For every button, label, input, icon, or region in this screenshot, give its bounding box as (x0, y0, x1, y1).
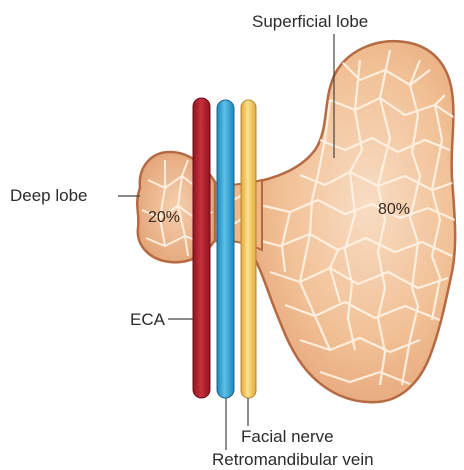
facial-nerve-label: Facial nerve (241, 428, 334, 445)
superficial-lobe-label: Superficial lobe (252, 13, 368, 30)
deep-lobe-label: Deep lobe (10, 187, 88, 204)
retromandibular-vein-label: Retromandibular vein (212, 451, 374, 468)
retromandibular-vein-vessel (217, 100, 234, 398)
deep-lobe-percentage: 20% (148, 210, 180, 226)
facial-nerve-structure (241, 100, 256, 398)
eca-label: ECA (130, 311, 165, 328)
superficial-lobe-percentage: 80% (378, 202, 410, 218)
eca-vessel (193, 98, 210, 398)
